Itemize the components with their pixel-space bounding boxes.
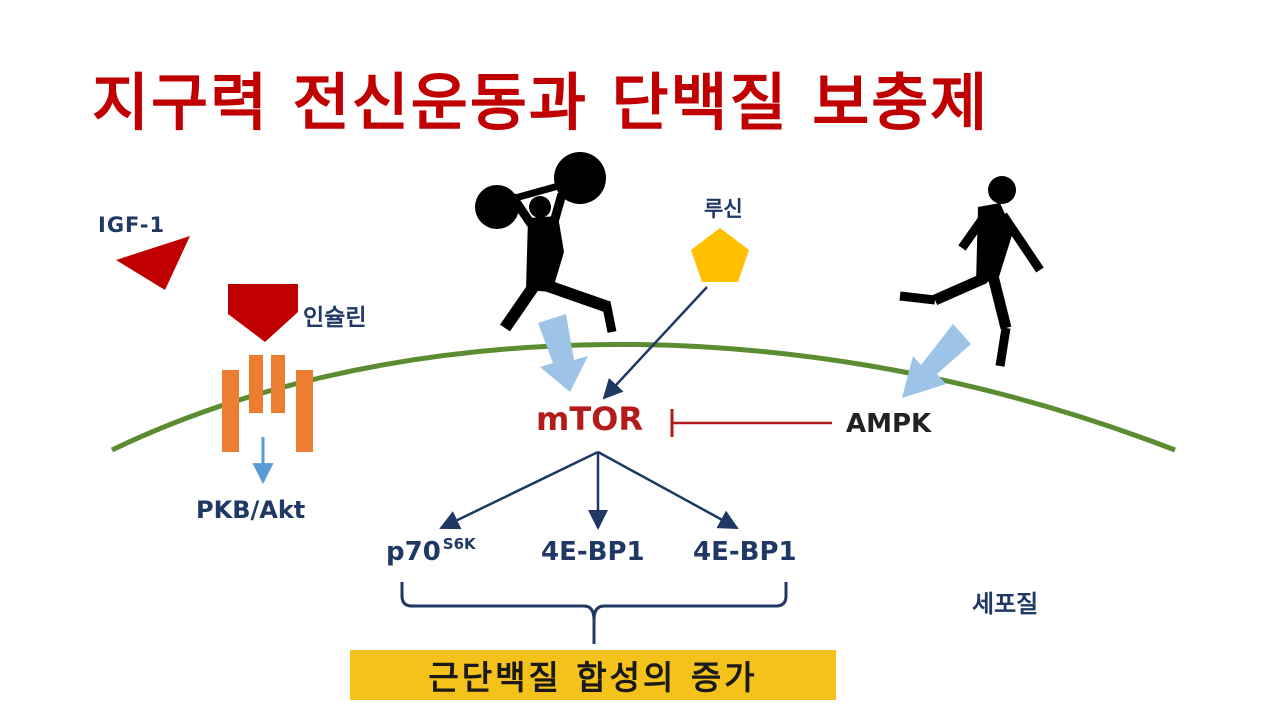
leucine-to-mtor-arrow — [602, 286, 708, 400]
mtor-to-4ebp1-second-arrow — [597, 450, 739, 530]
page-title: 지구력 전신운동과 단백질 보충제 — [92, 66, 990, 139]
ampk-label: AMPK — [846, 409, 932, 439]
result-banner: 근단백질 합성의 증가 — [350, 650, 836, 700]
igf1-label: IGF-1 — [98, 213, 166, 237]
insulin-label: 인슐린 — [303, 305, 367, 331]
grouping-brace — [400, 582, 788, 644]
igf1-ligand-shape — [116, 236, 190, 290]
resistance-exercise-arrow — [538, 314, 588, 392]
p70-text: p70 — [386, 537, 441, 567]
leucine-shape — [691, 228, 749, 282]
4ebp1-label: 4E-BP1 — [541, 537, 645, 567]
runner-icon — [899, 176, 1044, 367]
pkb-akt-label: PKB/Akt — [196, 496, 306, 524]
insulin-ligand-shape — [228, 284, 298, 342]
4ebp1-second-label: 4E-BP1 — [693, 537, 797, 567]
endurance-exercise-arrow — [902, 324, 971, 398]
mtor-label: mTOR — [536, 400, 644, 438]
s6k-superscript: S6K — [442, 535, 476, 553]
insulin-receptor — [222, 355, 313, 452]
mtor-to-p70-arrow — [439, 450, 599, 530]
leucine-label: 루신 — [704, 197, 743, 221]
cytoplasm-label: 세포질 — [972, 590, 1039, 618]
weightlifter-icon — [475, 152, 617, 333]
result-banner-text: 근단백질 합성의 증가 — [428, 658, 758, 697]
